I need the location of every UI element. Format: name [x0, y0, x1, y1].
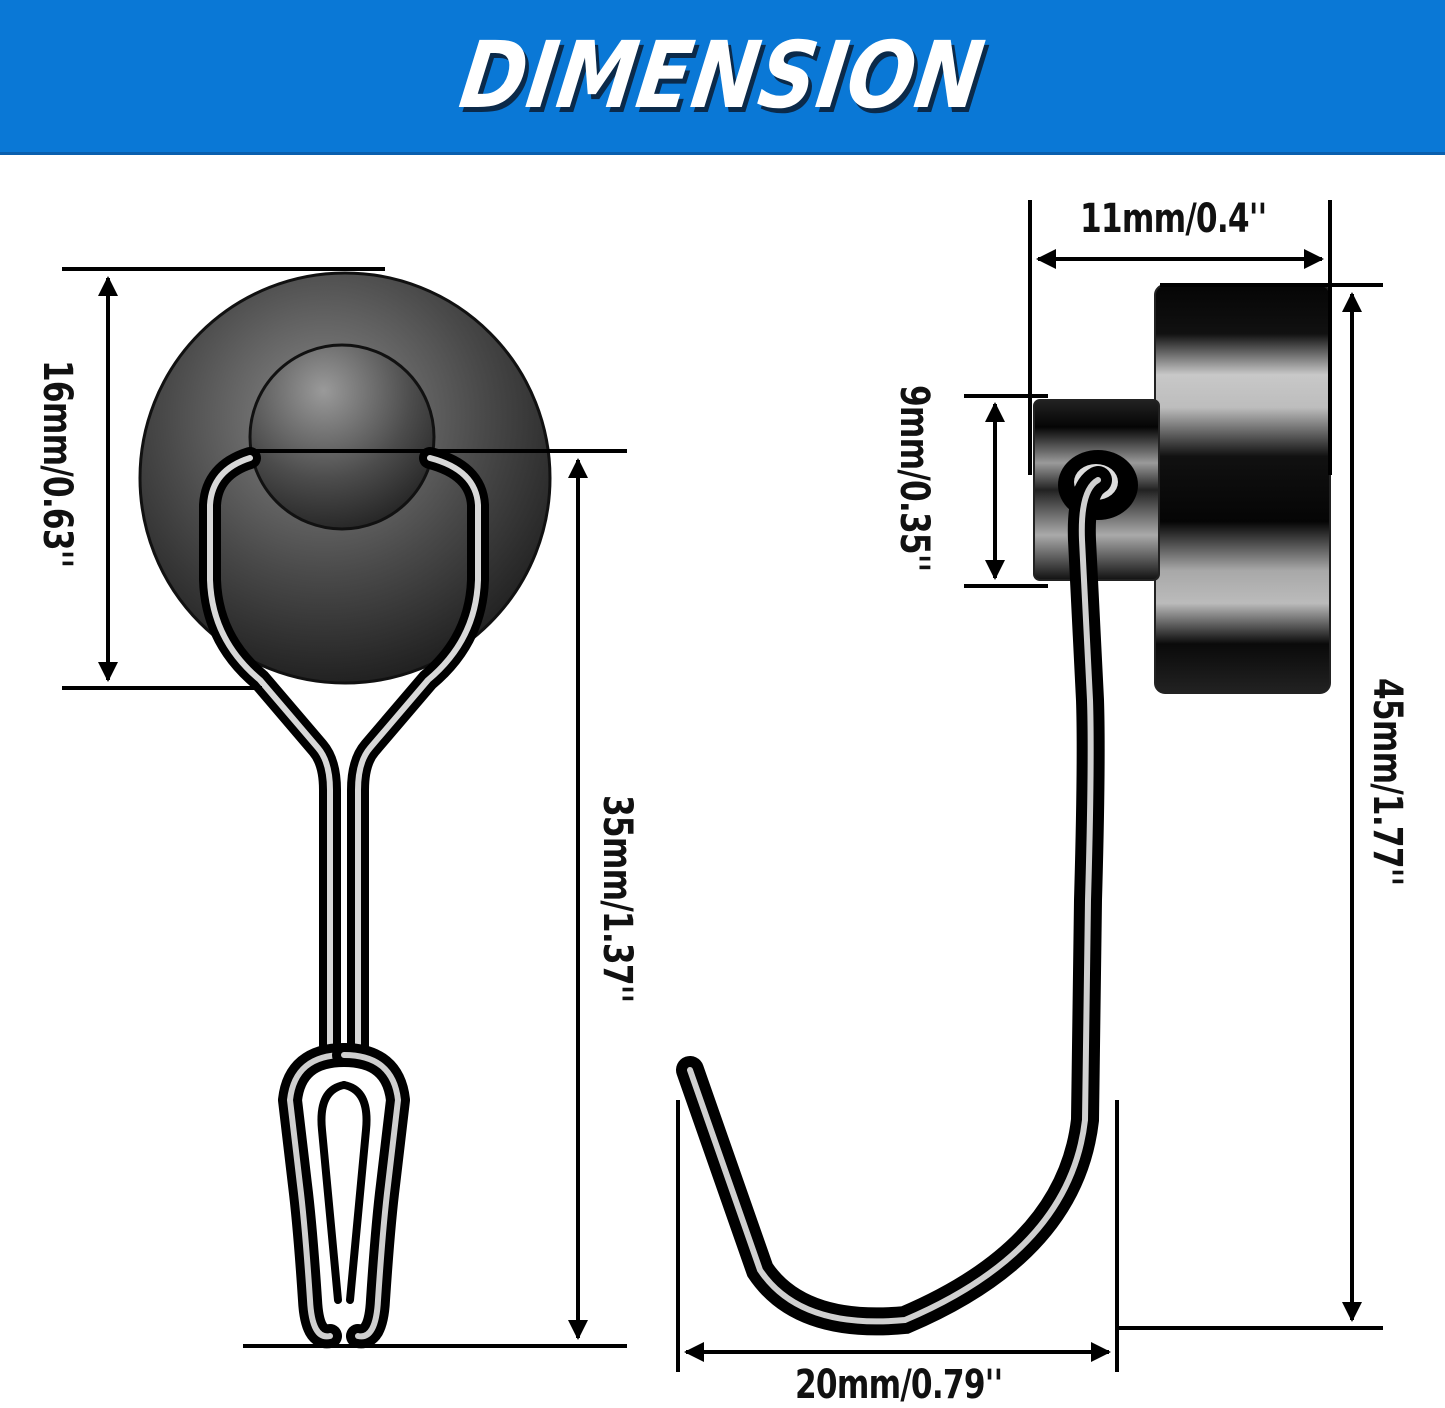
swivel-cap	[248, 343, 436, 531]
side-view-dimension-lines	[676, 200, 1383, 1372]
title-banner: DIMENSION	[0, 0, 1445, 155]
hook-width-label: 20mm/0.79''	[795, 1362, 1003, 1408]
j-hook-wire	[676, 466, 1112, 1336]
side-view-hook	[676, 284, 1331, 1336]
magnet-thickness-label: 11mm/0.4''	[1080, 196, 1267, 242]
magnet-cylinder	[1154, 284, 1331, 694]
wire-loop	[199, 447, 489, 1349]
total-height-label: 45mm/1.77''	[1364, 678, 1410, 886]
hook-length-label: 35mm/1.37''	[594, 795, 640, 1003]
swivel-base-height-label: 9mm/0.35''	[891, 385, 937, 572]
magnet-diameter-label: 16mm/0.63''	[34, 360, 80, 568]
front-view-hook	[138, 271, 552, 1349]
front-view-dimension-lines	[62, 267, 627, 1348]
